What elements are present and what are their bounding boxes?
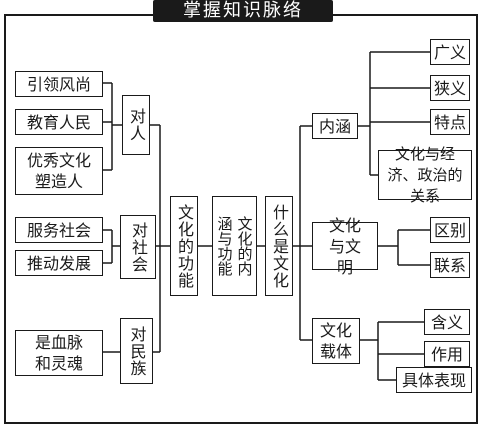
item-connection: 联系 [430,252,470,278]
node-what-is-culture: 什么是文化 [265,196,293,296]
item-educate-people: 教育人民 [15,109,103,135]
item-role: 作用 [424,341,470,367]
item-lead-trend: 引领风尚 [15,71,103,97]
node-connotation-function-text: 文化的内 涵与功能 [215,216,254,276]
group-connotation: 内涵 [312,113,358,139]
item-difference: 区别 [430,217,470,243]
node-connotation-function: 文化的内 涵与功能 [212,196,257,296]
group-for-nation: 对民族 [120,318,153,384]
group-for-society: 对社会 [120,215,156,279]
node-culture-function: 文化的功能 [170,196,198,296]
item-characteristics: 特点 [430,109,470,135]
group-culture-carrier: 文化载体 [312,318,360,364]
item-concrete-forms: 具体表现 [396,367,472,393]
group-culture-civilization: 文化与文明 [312,216,378,277]
diagram-title: 掌握知识脉络 [153,0,333,22]
item-serve-society: 服务社会 [15,217,103,243]
item-blood-soul: 是血脉和灵魂 [15,330,103,376]
item-shape-people: 优秀文化塑造人 [15,147,103,195]
item-narrow-sense: 狭义 [430,75,470,101]
item-broad-sense: 广义 [430,39,470,65]
item-meaning: 含义 [424,309,470,335]
group-for-people: 对人 [122,95,150,155]
item-culture-economy-politics: 文化与经济、政治的关系 [378,145,472,205]
item-promote-development: 推动发展 [15,250,103,276]
